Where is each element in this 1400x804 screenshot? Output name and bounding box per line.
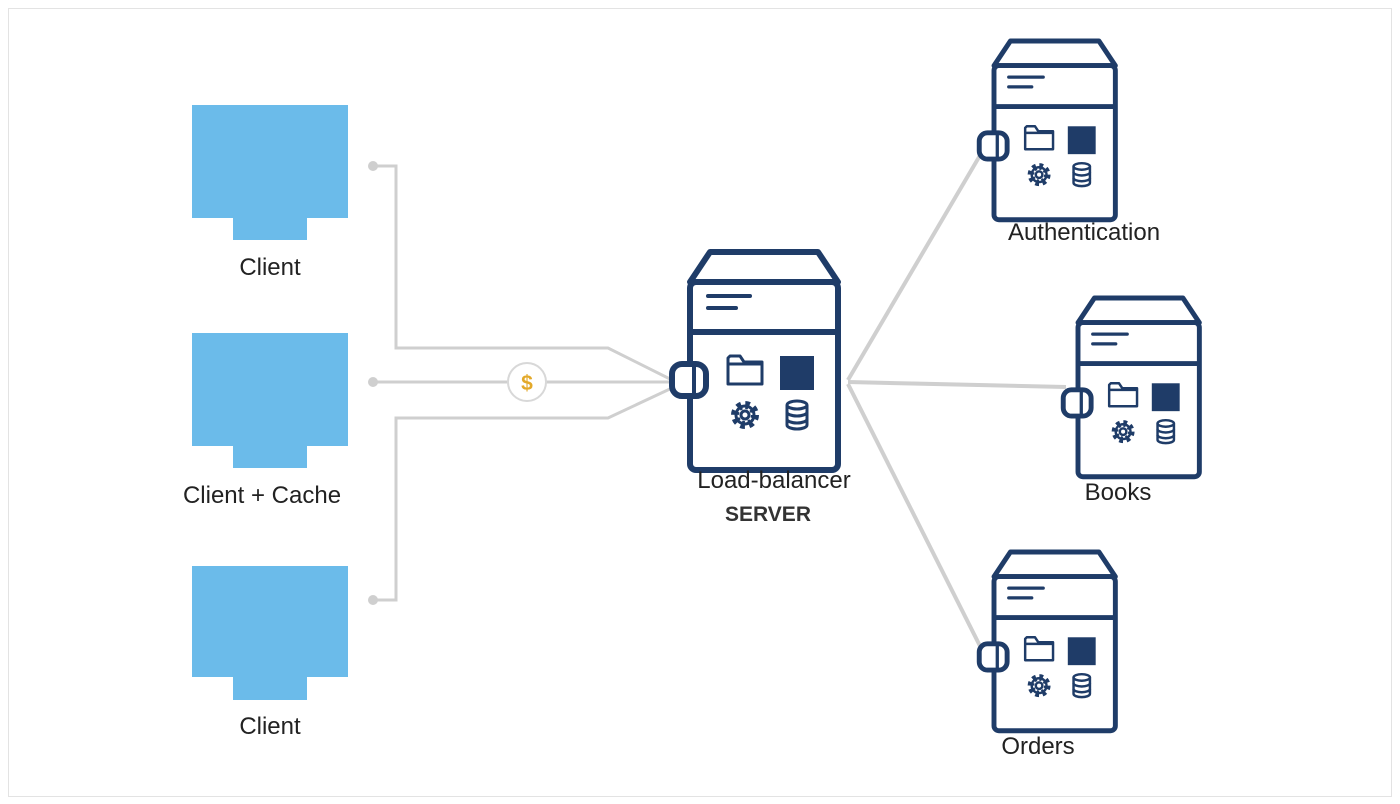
client-cache-monitor: Client + Cache [183, 333, 348, 509]
client-label: Client [239, 254, 301, 281]
service-label: Authentication [1008, 219, 1160, 246]
client-label: Client [239, 713, 301, 740]
client-monitor: Client [192, 105, 348, 281]
cache-badge: $ [507, 362, 547, 402]
client-monitor: Client [192, 566, 348, 740]
dollar-icon: $ [521, 372, 533, 395]
books-server: Books [1063, 298, 1199, 506]
server-sublabel: SERVER [725, 503, 811, 526]
connector-endpoints [368, 161, 378, 605]
connector-dot [368, 161, 378, 171]
service-label: Orders [1001, 733, 1074, 760]
connector-line [846, 383, 984, 651]
connector-dot [368, 595, 378, 605]
diagram-frame [8, 8, 1392, 797]
connector-dot [368, 377, 378, 387]
service-label: Books [1085, 479, 1152, 506]
connector-line [373, 164, 673, 382]
connector-line [846, 150, 984, 382]
orders-server: Orders [979, 552, 1115, 760]
connector-line [373, 386, 673, 602]
service-connectors [846, 150, 1067, 651]
client-label: Client + Cache [183, 482, 341, 509]
authentication-server: Authentication [979, 41, 1160, 246]
load-balancer-server: Load-balancer SERVER [672, 252, 851, 526]
load-balancer-label: Load-balancer [697, 467, 850, 494]
connector-line [847, 380, 1067, 389]
